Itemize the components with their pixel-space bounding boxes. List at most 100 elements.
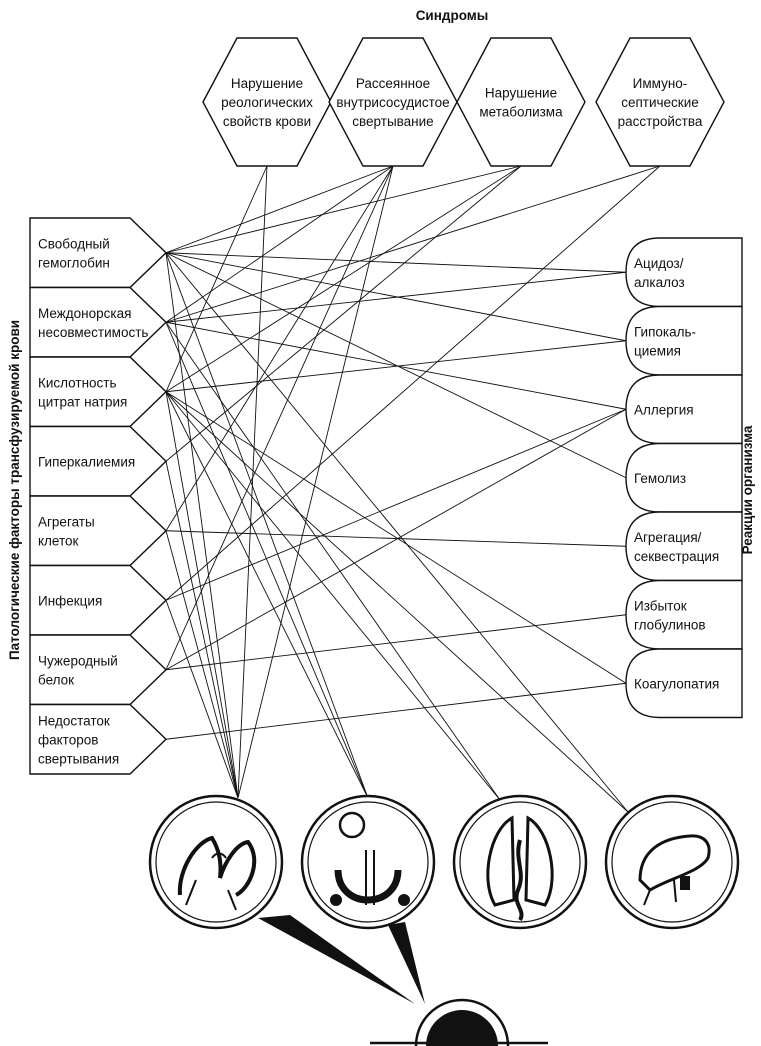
connection-incompat-allergy	[165, 321, 627, 410]
connection-infection-heart	[165, 600, 239, 799]
connection-dic-foreign_protein	[165, 165, 394, 670]
heart-icon	[148, 794, 284, 930]
connection-metabolism-hyperk	[165, 165, 522, 462]
reaction-acidosis: Ацидоз/алкалоз	[625, 237, 743, 308]
factor-incompat-label-line: Междонорская	[38, 306, 131, 321]
diagram-shapes: Нарушение реологических свойств крови Рассе…	[29, 37, 743, 775]
eye-icon	[370, 998, 548, 1046]
connection-immuno-incompat	[165, 165, 661, 323]
connection-acidity-heart	[165, 391, 239, 799]
reaction-hypocalc-label-line: Гипокаль-	[634, 324, 696, 339]
connection-rheology-acidity	[165, 165, 268, 392]
reaction-hemolysis: Гемолиз	[625, 442, 743, 513]
connection-dic-heart	[237, 165, 394, 799]
connection-free_hb-kidneys	[165, 252, 369, 799]
factor-aggregates: Агрегаты клеток	[29, 495, 168, 567]
factor-coag_deficit-label-line: Недостаток	[38, 713, 110, 728]
factor-infection-label-line: Инфекция	[38, 593, 102, 608]
kidneys-icon	[300, 794, 436, 930]
reaction-hypocalc-label-line: циемия	[634, 343, 681, 358]
reaction-coagulopathy-label-line: Коагулопатия	[634, 676, 719, 691]
connection-dic-free_hb	[165, 165, 394, 254]
connection-foreign_protein-globulin	[165, 614, 627, 671]
syndrome-metabolism: Нарушение метаболизма	[456, 37, 586, 167]
connection-free_hb-hypocalc	[165, 252, 627, 342]
connection-incompat-lungs	[165, 321, 501, 801]
factor-acidity-label-line: Кислотность	[38, 375, 117, 390]
connection-metabolism-free_hb	[165, 165, 522, 254]
reaction-hypocalc: Гипокаль-циемия	[625, 305, 743, 376]
factor-foreign_protein-label-line: белок	[38, 672, 74, 687]
factor-coag_deficit-label-line: свертывания	[38, 751, 119, 766]
connection-aggregates-aggregation	[165, 530, 627, 547]
connection-acidity-kidneys	[165, 391, 369, 799]
reaction-acidosis-label-line: Ацидоз/	[634, 256, 684, 271]
syndrome-dic-label-line: внутрисосудистое	[336, 95, 449, 110]
reaction-aggregation-label-line: секвестрация	[634, 549, 719, 564]
connection-metabolism-acidity	[165, 165, 522, 393]
lungs-icon	[452, 794, 588, 930]
reaction-globulin: Избыток глобулинов	[625, 579, 743, 650]
connection-coag_deficit-coagulopathy	[165, 682, 627, 740]
reaction-aggregation: Агрегация/секвестрация	[625, 511, 743, 582]
reaction-aggregation-label-line: Агрегация/	[634, 530, 702, 545]
factor-hyperk-label-line: Гиперкалиемия	[38, 454, 135, 469]
syndrome-rheology-label-line: свойств крови	[223, 114, 311, 129]
syndrome-immuno-label-line: септические	[621, 95, 699, 110]
syndrome-rheology-label-line: реологических	[221, 95, 313, 110]
factor-free_hb: Свободный гемоглобин	[29, 217, 168, 289]
connection-dic-incompat	[165, 165, 394, 323]
factor-coag_deficit-label-line: факторов	[38, 732, 98, 747]
factor-aggregates-label-line: клеток	[38, 533, 79, 548]
factor-hyperk: Гиперкалиемия	[29, 425, 168, 497]
factor-free_hb-label-line: гемоглобин	[38, 255, 110, 270]
connection-incompat-acidosis	[165, 271, 627, 323]
connection-lines	[165, 165, 661, 813]
factor-aggregates-label-line: Агрегаты	[38, 514, 95, 529]
syndrome-metabolism-label-line: метаболизма	[479, 105, 563, 120]
syndrome-dic-label-line: свертывание	[352, 114, 433, 129]
connection-free_hb-acidosis	[165, 252, 627, 273]
factor-free_hb-label-line: Свободный	[38, 236, 110, 251]
factor-incompat-label-line: несовместимость	[38, 325, 148, 340]
connection-hyperk-heart	[165, 461, 239, 799]
factor-acidity-label-line: цитрат натрия	[38, 394, 127, 409]
factor-acidity: Кислотность цитрат натрия	[29, 356, 168, 428]
connection-immuno-infection	[165, 165, 661, 601]
factor-foreign_protein-label-line: Чужеродный	[38, 653, 118, 668]
connection-free_hb-heart	[165, 252, 239, 799]
syndrome-dic-label-line: Рассеянное	[356, 76, 430, 91]
factor-infection: Инфекция	[29, 564, 168, 636]
connection-acidity-lungs	[165, 391, 501, 801]
liver-icon	[604, 794, 740, 930]
syndrome-dic: Рассеянное внутрисосудистое свертывание	[328, 37, 458, 167]
connection-acidity-coagulopathy	[165, 391, 627, 684]
right-side-title: Реакции организма	[740, 425, 755, 554]
left-side-title: Патологические факторы трансфузируемой к…	[7, 320, 22, 660]
connection-rheology-heart	[237, 165, 268, 799]
connection-acidity-liver	[165, 391, 629, 813]
reaction-allergy-label-line: Аллергия	[634, 402, 694, 417]
connection-acidity-hypocalc	[165, 340, 627, 393]
connection-infection-allergy	[165, 408, 627, 601]
factor-incompat: Междонорская несовместимость	[29, 286, 168, 358]
syndrome-metabolism-label-line: Нарушение	[485, 86, 557, 101]
reaction-globulin-label-line: Избыток	[634, 598, 687, 613]
reaction-coagulopathy: Коагулопатия	[625, 648, 743, 719]
medallion-pointer-1	[258, 915, 415, 1004]
connection-dic-aggregates	[165, 165, 394, 531]
syndromes-title: Синдромы	[416, 8, 489, 23]
reaction-acidosis-label-line: алкалоз	[634, 275, 685, 290]
reaction-hemolysis-label-line: Гемолиз	[634, 471, 686, 486]
connection-foreign_protein-allergy	[165, 408, 627, 671]
medallion-pointer-2	[388, 922, 425, 1004]
reaction-globulin-label-line: глобулинов	[634, 617, 706, 632]
reaction-allergy: Аллергия	[625, 374, 743, 445]
syndrome-immuno-label-line: Иммуно-	[633, 76, 688, 91]
factor-foreign_protein: Чужеродный белок	[29, 634, 168, 706]
organ-medallions	[148, 794, 740, 1046]
connection-aggregates-heart	[165, 530, 239, 799]
